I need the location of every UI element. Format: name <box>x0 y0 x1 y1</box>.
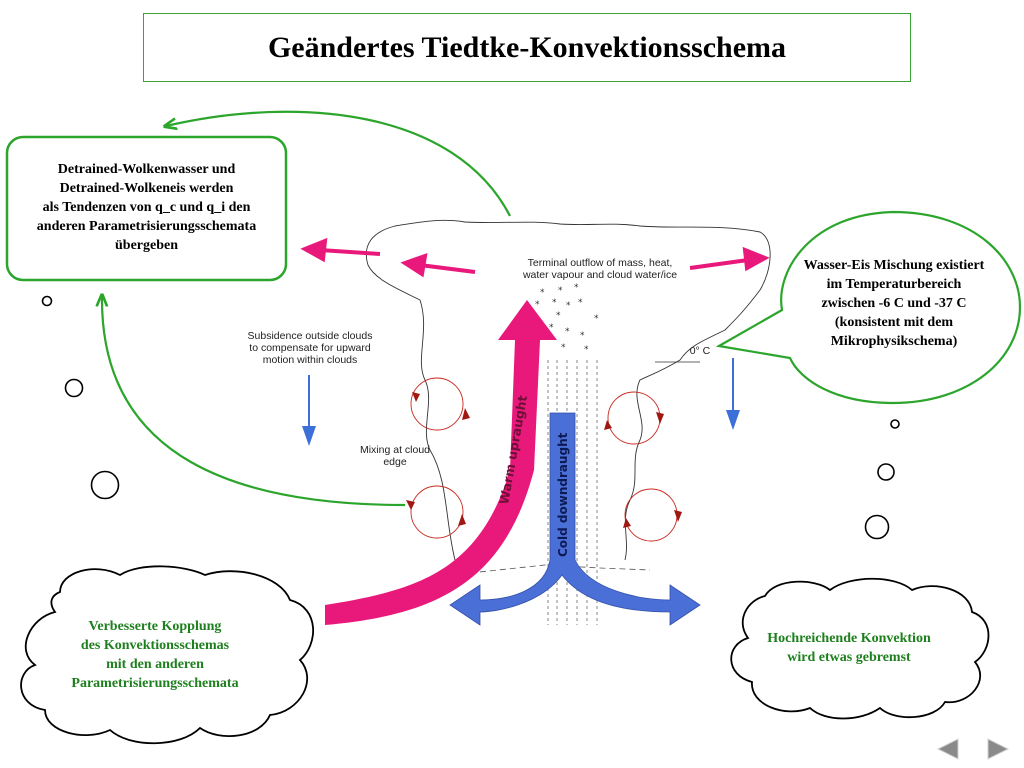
coupling-text: Verbesserte Kopplung des Konvektionssche… <box>35 617 275 693</box>
svg-text:*: * <box>584 345 589 355</box>
triangle-right-icon <box>987 738 1010 760</box>
svg-text:*: * <box>594 314 599 324</box>
detrained-text-line-4: anderen Parametrisierungsschemata <box>36 219 257 234</box>
slide-title: Geändertes Tiedtke-Konvektionsschema <box>267 30 787 64</box>
mixed-phase-text-line-5: Mikrophysikschema) <box>830 334 958 349</box>
svg-text:*: * <box>566 301 571 311</box>
svg-text:*: * <box>578 298 583 308</box>
warm-updraught-arrow <box>325 300 557 625</box>
detrained-text-line-2: Detrained-Wolkeneis werden <box>59 181 234 196</box>
mixed-phase-bubble <box>715 210 1022 405</box>
detrained-box <box>5 135 288 282</box>
mixed-phase-text-line-2: im Temperaturbereich <box>826 277 962 292</box>
mixed-phase-text-line-4: (konsistent mit dem <box>834 315 954 330</box>
coupling-text-line-2: des Konvektionsschemas <box>80 638 230 653</box>
mixing-label-line-2: edge <box>383 456 407 468</box>
svg-text:*: * <box>565 327 570 337</box>
svg-text:*: * <box>549 323 554 333</box>
coupling-cloud <box>20 565 314 745</box>
subsidence-label-line-1: Subsidence outside clouds <box>247 330 373 342</box>
detrained-text-line-5: übergeben <box>115 238 178 253</box>
triangle-left-icon <box>936 738 959 760</box>
zero-degree-label: 0° C <box>689 345 711 357</box>
mixed-phase-text-line-3: zwischen -6 C und -37 C <box>821 296 967 311</box>
outflow-label: Terminal outflow of mass, heat, water va… <box>495 257 705 281</box>
title-box: Geändertes Tiedtke-Konvektionsschema <box>143 13 911 82</box>
mixed-phase-text: Wasser-Eis Mischung existiert im Tempera… <box>780 256 1008 351</box>
subsidence-label-line-2: to compensate for upward <box>249 342 371 354</box>
mixing-label-line-1: Mixing at cloud <box>359 444 431 456</box>
subsidence-label-line-3: motion within clouds <box>262 354 358 366</box>
deep-convection-text: Hochreichende Konvektion wird etwas gebr… <box>740 629 958 667</box>
deep-convection-text-line-1: Hochreichende Konvektion <box>767 631 931 646</box>
svg-text:*: * <box>556 311 561 321</box>
cold-downdraught-label: Cold downdraught <box>556 432 570 557</box>
svg-text:*: * <box>540 288 545 298</box>
svg-text:*: * <box>561 343 566 353</box>
svg-text:*: * <box>574 283 579 293</box>
subsidence-label: Subsidence outside clouds to compensate … <box>240 330 380 366</box>
downdraught-column-lines <box>547 360 598 625</box>
coupling-arrow <box>102 296 406 507</box>
detrained-text-line-3: als Tendenzen von q_c und q_i den <box>42 200 251 215</box>
svg-text:*: * <box>535 300 540 310</box>
thought-bubbles <box>41 295 900 540</box>
circulation-arrowheads <box>406 392 682 528</box>
mixed-phase-text-line-1: Wasser-Eis Mischung existiert <box>803 258 985 273</box>
ice-crystals: *** **** ** *** ** <box>535 283 599 355</box>
mixing-circulations <box>410 377 678 542</box>
coupling-text-line-4: Parametrisierungsschemata <box>71 676 239 691</box>
coupling-text-line-3: mit den anderen <box>106 657 204 672</box>
coupling-text-line-1: Verbesserte Kopplung <box>88 619 222 634</box>
outflow-arrows <box>300 237 770 278</box>
svg-text:*: * <box>552 298 557 308</box>
detrainment-arrow <box>166 110 511 217</box>
outflow-label-line-2: water vapour and cloud water/ice <box>522 269 678 281</box>
outflow-label-line-1: Terminal outflow of mass, heat, <box>527 257 673 269</box>
cold-downdraught-arrow <box>449 412 701 626</box>
svg-text:*: * <box>558 286 563 296</box>
mixing-label: Mixing at cloud edge <box>343 444 447 468</box>
deep-convection-text-line-2: wird etwas gebremst <box>787 650 911 665</box>
svg-text:*: * <box>580 331 585 341</box>
subsidence-arrows <box>302 358 740 446</box>
previous-slide-button[interactable] <box>936 738 960 760</box>
detrained-text: Detrained-Wolkenwasser und Detrained-Wol… <box>10 160 283 255</box>
cloud-outline <box>366 219 771 561</box>
next-slide-button[interactable] <box>986 738 1010 760</box>
deep-convection-cloud <box>730 577 990 720</box>
detrained-text-line-1: Detrained-Wolkenwasser und <box>57 162 236 177</box>
